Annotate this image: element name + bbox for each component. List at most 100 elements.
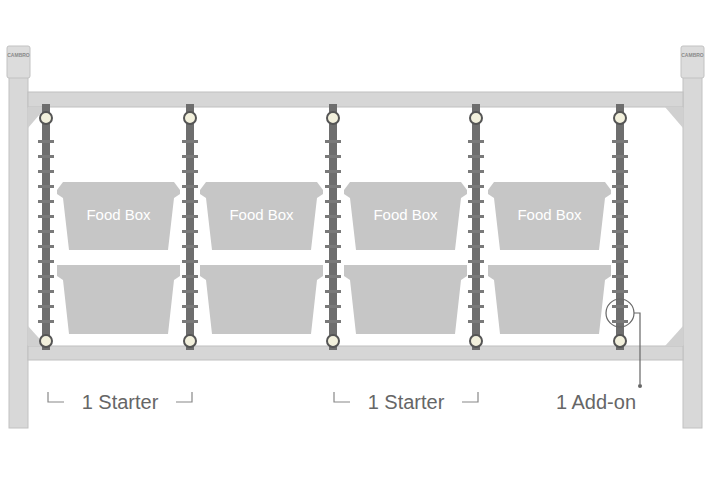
mount-cap bbox=[470, 112, 482, 124]
peg bbox=[38, 170, 54, 173]
mount-cap bbox=[614, 112, 626, 124]
peg bbox=[612, 275, 628, 278]
peg bbox=[182, 200, 198, 203]
group-bracket bbox=[334, 392, 350, 402]
peg bbox=[612, 140, 628, 143]
peg bbox=[182, 155, 198, 158]
peg bbox=[182, 320, 198, 323]
peg bbox=[325, 155, 341, 158]
peg bbox=[38, 305, 54, 308]
peg bbox=[325, 275, 341, 278]
post-cap bbox=[7, 46, 30, 78]
mount-cap bbox=[327, 335, 339, 347]
leader-line bbox=[634, 313, 640, 384]
peg bbox=[612, 305, 628, 308]
peg bbox=[468, 305, 484, 308]
bracket bbox=[665, 107, 683, 128]
bracket bbox=[665, 326, 683, 346]
peg bbox=[612, 215, 628, 218]
peg bbox=[612, 155, 628, 158]
peg bbox=[612, 200, 628, 203]
peg bbox=[38, 290, 54, 293]
peg bbox=[468, 245, 484, 248]
peg bbox=[612, 260, 628, 263]
peg bbox=[182, 170, 198, 173]
peg bbox=[38, 230, 54, 233]
peg bbox=[468, 140, 484, 143]
peg bbox=[325, 200, 341, 203]
group-label: 1 Starter bbox=[366, 391, 447, 414]
food-box: Food Box bbox=[488, 182, 611, 250]
callout-circle bbox=[606, 299, 634, 327]
peg bbox=[468, 170, 484, 173]
peg bbox=[182, 305, 198, 308]
peg bbox=[468, 215, 484, 218]
group-label: 1 Add-on bbox=[554, 391, 638, 414]
peg bbox=[612, 320, 628, 323]
peg bbox=[468, 200, 484, 203]
peg bbox=[468, 320, 484, 323]
box-label: Food Box bbox=[373, 206, 437, 223]
peg bbox=[38, 155, 54, 158]
peg bbox=[325, 245, 341, 248]
bottom-rail bbox=[28, 346, 683, 360]
peg bbox=[325, 290, 341, 293]
peg bbox=[468, 230, 484, 233]
peg bbox=[325, 215, 341, 218]
peg bbox=[325, 230, 341, 233]
food-box: Food Box bbox=[344, 182, 467, 250]
box-label: Food Box bbox=[517, 206, 581, 223]
post-cap bbox=[681, 46, 704, 78]
peg bbox=[182, 260, 198, 263]
peg bbox=[182, 140, 198, 143]
peg bbox=[612, 290, 628, 293]
peg bbox=[182, 275, 198, 278]
peg bbox=[38, 275, 54, 278]
box-label: Food Box bbox=[86, 206, 150, 223]
peg bbox=[325, 140, 341, 143]
mount-cap bbox=[614, 335, 626, 347]
mount-cap bbox=[40, 112, 52, 124]
mount-cap bbox=[184, 335, 196, 347]
group-bracket bbox=[462, 392, 478, 402]
mount-cap bbox=[470, 335, 482, 347]
peg bbox=[325, 185, 341, 188]
brand-mark: CAMBRO bbox=[681, 52, 704, 58]
peg bbox=[468, 155, 484, 158]
peg bbox=[325, 260, 341, 263]
peg bbox=[468, 260, 484, 263]
left-post bbox=[9, 60, 28, 428]
peg bbox=[182, 230, 198, 233]
peg bbox=[612, 245, 628, 248]
mount-cap bbox=[40, 335, 52, 347]
leader-dot bbox=[638, 384, 642, 388]
box-label: Food Box bbox=[229, 206, 293, 223]
peg bbox=[38, 215, 54, 218]
group-label: 1 Starter bbox=[80, 391, 161, 414]
peg bbox=[612, 185, 628, 188]
peg bbox=[325, 305, 341, 308]
top-rail bbox=[28, 92, 683, 107]
uprights bbox=[38, 104, 628, 350]
peg bbox=[182, 245, 198, 248]
peg bbox=[38, 320, 54, 323]
mount-cap bbox=[184, 112, 196, 124]
peg bbox=[325, 320, 341, 323]
peg bbox=[612, 230, 628, 233]
peg bbox=[468, 185, 484, 188]
peg bbox=[38, 140, 54, 143]
peg bbox=[468, 275, 484, 278]
mount-cap bbox=[327, 112, 339, 124]
peg bbox=[182, 185, 198, 188]
group-bracket bbox=[48, 392, 64, 402]
peg bbox=[38, 260, 54, 263]
peg bbox=[182, 215, 198, 218]
peg bbox=[38, 245, 54, 248]
food-box: Food Box bbox=[57, 182, 180, 250]
food-box: Food Box bbox=[200, 182, 323, 250]
peg bbox=[38, 185, 54, 188]
peg bbox=[182, 290, 198, 293]
group-bracket bbox=[176, 392, 192, 402]
peg bbox=[468, 290, 484, 293]
right-post bbox=[683, 60, 702, 428]
